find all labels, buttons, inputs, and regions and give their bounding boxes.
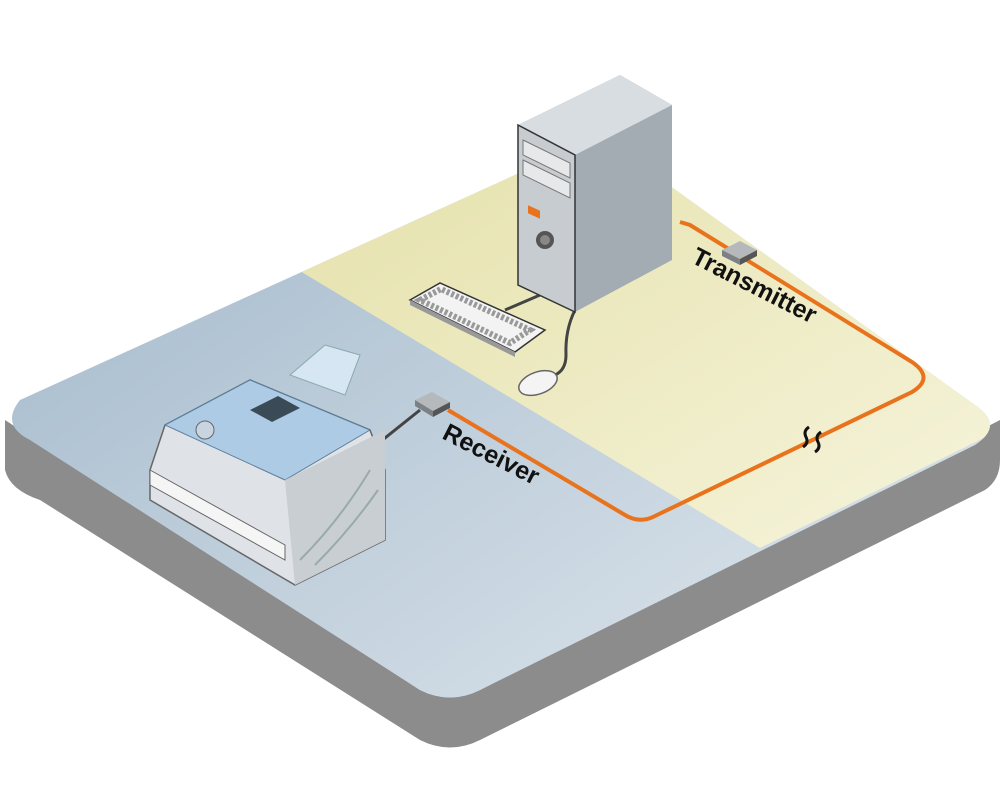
- cable-break-icon: [802, 425, 822, 454]
- keyboard-icon: [408, 282, 547, 357]
- platform-edge: [5, 420, 1000, 748]
- computer-tower-icon: [517, 75, 672, 314]
- keyboard-cable: [504, 293, 541, 312]
- receiver-device-icon: [415, 392, 450, 417]
- fiber-cable: [446, 220, 926, 522]
- transmitter-device-icon: [722, 241, 757, 265]
- mouse-cable: [554, 309, 577, 377]
- fax-machine-icon: [149, 344, 386, 586]
- mouse-icon: [518, 369, 558, 397]
